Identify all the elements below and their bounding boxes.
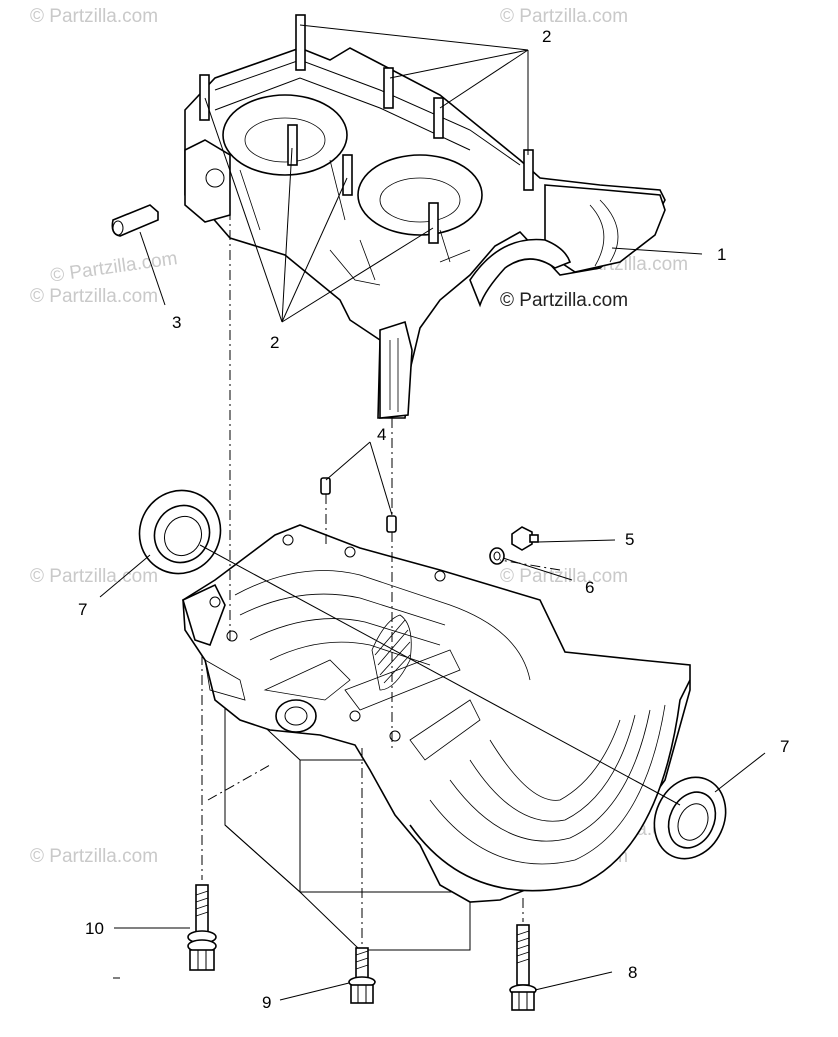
seal-7-right: [653, 776, 727, 860]
watermark-text: © Partzilla.com: [49, 248, 179, 287]
callout-2-top: 2: [542, 27, 551, 46]
callout-1: 1: [717, 245, 726, 264]
bolt-9: [348, 947, 376, 1004]
watermark-text: © Partzilla.com: [500, 290, 628, 311]
watermark-text: © Partzilla.com: [30, 846, 158, 867]
bolt-10: [187, 884, 217, 971]
callout-5: 5: [625, 530, 634, 549]
watermark-text: © Partzilla.com: [500, 566, 628, 587]
alignment-lines: [201, 210, 561, 945]
callout-2-bottom: 2: [270, 333, 279, 352]
lower-crankcase: [182, 524, 691, 951]
cylinder-studs: [199, 14, 534, 244]
callout-8: 8: [628, 963, 637, 982]
watermark-text: © Partzilla.com: [500, 6, 628, 27]
drain-bolt-5: [511, 526, 539, 551]
callout-7-left: 7: [78, 600, 87, 619]
callout-10: 10: [85, 919, 104, 938]
callout-labels: 1 2 2 3 4 5 6 7 7 8 9 10: [78, 27, 789, 1012]
watermark-text: © Partzilla.com: [30, 6, 158, 27]
leader-lines: [99, 24, 766, 1001]
washer-6: [489, 547, 505, 565]
bolt-8: [509, 924, 537, 1011]
callout-9: 9: [262, 993, 271, 1012]
dowel-pins-4: [320, 477, 397, 533]
callout-6: 6: [585, 578, 594, 597]
watermark-text: © Partzilla.com: [30, 566, 158, 587]
watermark-text: © Partzilla.com: [30, 286, 158, 307]
callout-7-right: 7: [780, 737, 789, 756]
callout-4: 4: [377, 425, 386, 444]
dowel-pin-3: [111, 204, 159, 237]
seal-7-left: [138, 489, 222, 575]
crankshaft-axis-line: [199, 544, 681, 806]
callout-3: 3: [172, 313, 181, 332]
